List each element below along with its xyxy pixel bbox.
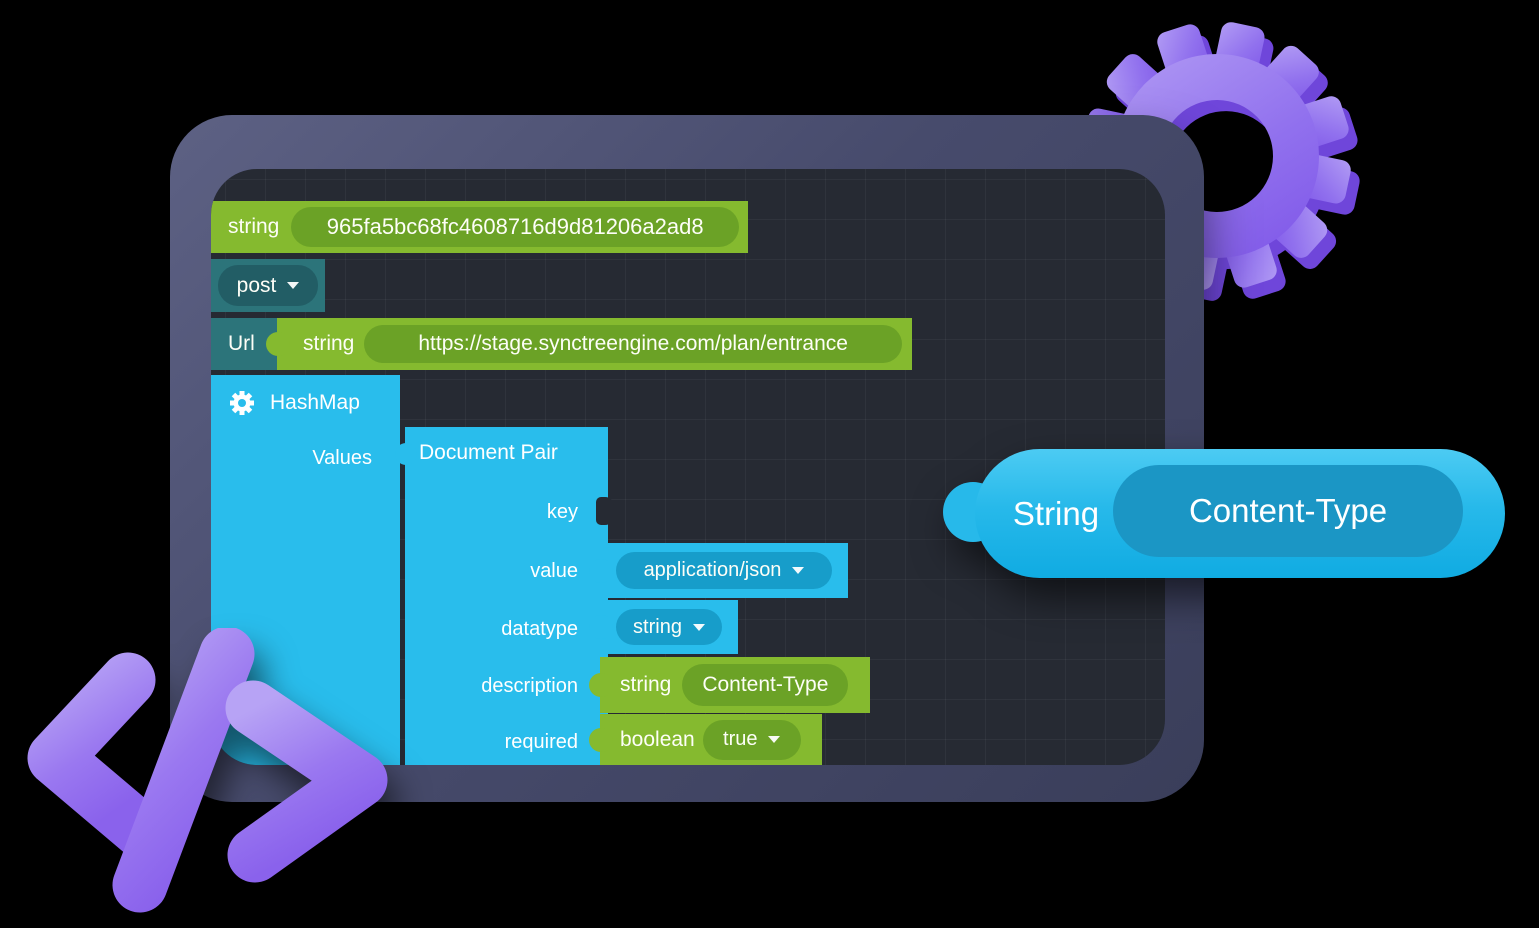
caret-down-icon [792, 567, 805, 574]
caret-down-icon [287, 282, 300, 289]
hash-value-field[interactable]: 965fa5bc68fc4608716d9d81206a2ad8 [291, 207, 739, 247]
values-input-label: Values [312, 447, 372, 469]
field-label-required: required [504, 731, 578, 753]
document-pair-block[interactable]: Document Pair key value datatype descrip… [395, 427, 608, 765]
datatype-block[interactable]: string [600, 600, 738, 654]
value-dropdown-label: application/json [643, 559, 782, 581]
slash [112, 628, 255, 913]
value-block[interactable]: application/json [600, 543, 848, 598]
required-boolean-block[interactable]: boolean true [600, 714, 822, 765]
code-brackets-3d-illustration [27, 628, 388, 913]
type-label: string [228, 215, 280, 238]
left-angle-bracket [27, 652, 168, 858]
floating-string-block[interactable]: String Content-Type [940, 446, 1508, 582]
description-string-block[interactable]: string Content-Type [600, 657, 870, 713]
datatype-dropdown[interactable]: string [616, 609, 722, 645]
type-label: boolean [620, 727, 695, 751]
url-string-block[interactable]: string https://stage.synctreengine.com/p… [277, 318, 912, 370]
required-dropdown-label: true [723, 728, 758, 750]
field-label-description: description [481, 675, 578, 697]
key-empty-socket[interactable] [596, 497, 614, 525]
description-value-field[interactable]: Content-Type [682, 664, 849, 706]
hashmap-title: HashMap [270, 391, 360, 414]
type-label: string [303, 332, 355, 355]
type-label: string [620, 673, 672, 696]
floating-type-label: String [1012, 495, 1100, 532]
hashmap-header: HashMap [211, 375, 400, 417]
http-method-block[interactable]: post [211, 259, 325, 312]
right-angle-bracket [225, 680, 388, 883]
method-dropdown-label: post [236, 273, 277, 297]
gear-icon[interactable] [228, 389, 256, 417]
string-hash-block[interactable]: string 965fa5bc68fc4608716d9d81206a2ad8 [211, 201, 748, 253]
field-label-key: key [546, 501, 578, 523]
datatype-dropdown-label: string [633, 615, 682, 638]
value-dropdown[interactable]: application/json [616, 552, 832, 589]
caret-down-icon [768, 736, 781, 743]
required-dropdown[interactable]: true [702, 719, 801, 760]
url-label: Url [228, 332, 255, 355]
method-dropdown[interactable]: post [218, 265, 318, 306]
field-label-datatype: datatype [501, 618, 578, 640]
floating-value-field[interactable]: Content-Type [1113, 465, 1463, 557]
caret-down-icon [692, 623, 705, 631]
document-pair-title: Document Pair [419, 441, 558, 464]
url-value-field[interactable]: https://stage.synctreengine.com/plan/ent… [364, 325, 902, 363]
field-label-value: value [530, 560, 578, 582]
